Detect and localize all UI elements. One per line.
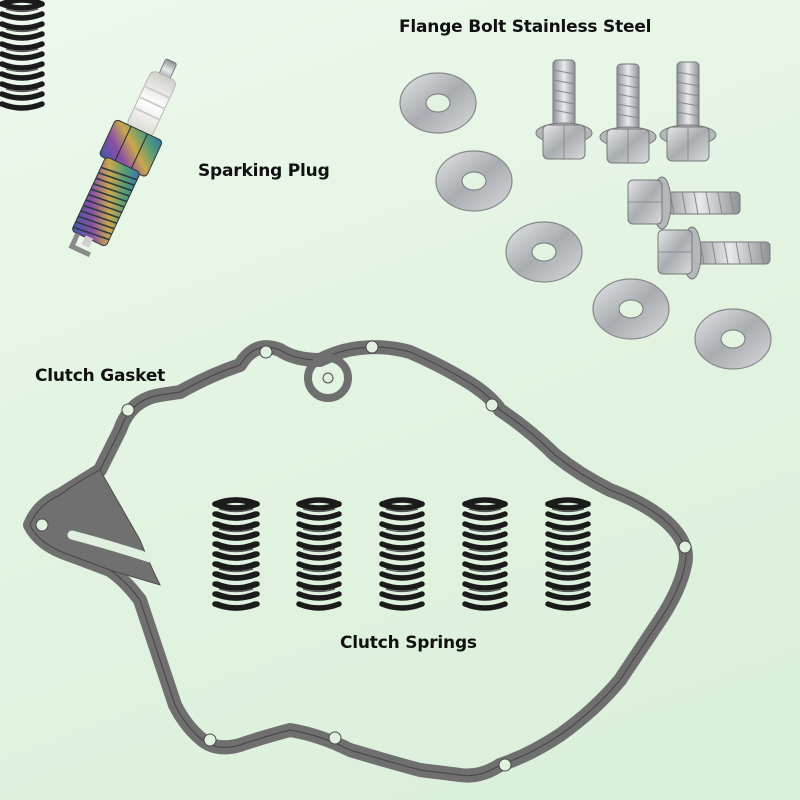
washer (399, 72, 477, 134)
flange-bolt-label: Flange Bolt Stainless Steel (399, 17, 652, 37)
flange-bolt (627, 176, 741, 230)
spark-plug-label: Sparking Plug (198, 161, 330, 181)
washers (399, 72, 772, 370)
flange-bolt (659, 61, 717, 162)
clutch-gasket (23, 340, 693, 783)
spark-plug (68, 58, 177, 258)
flange-bolts (535, 59, 771, 280)
flange-bolt (535, 59, 593, 160)
clutch-springs-label: Clutch Springs (340, 633, 477, 653)
clutch-springs (0, 0, 590, 612)
flange-bolt (657, 226, 771, 280)
washer (694, 308, 772, 370)
washer (505, 221, 583, 283)
flange-bolt (599, 63, 657, 164)
washer (592, 278, 670, 340)
clutch-gasket-label: Clutch Gasket (35, 366, 166, 386)
washer (435, 150, 513, 212)
